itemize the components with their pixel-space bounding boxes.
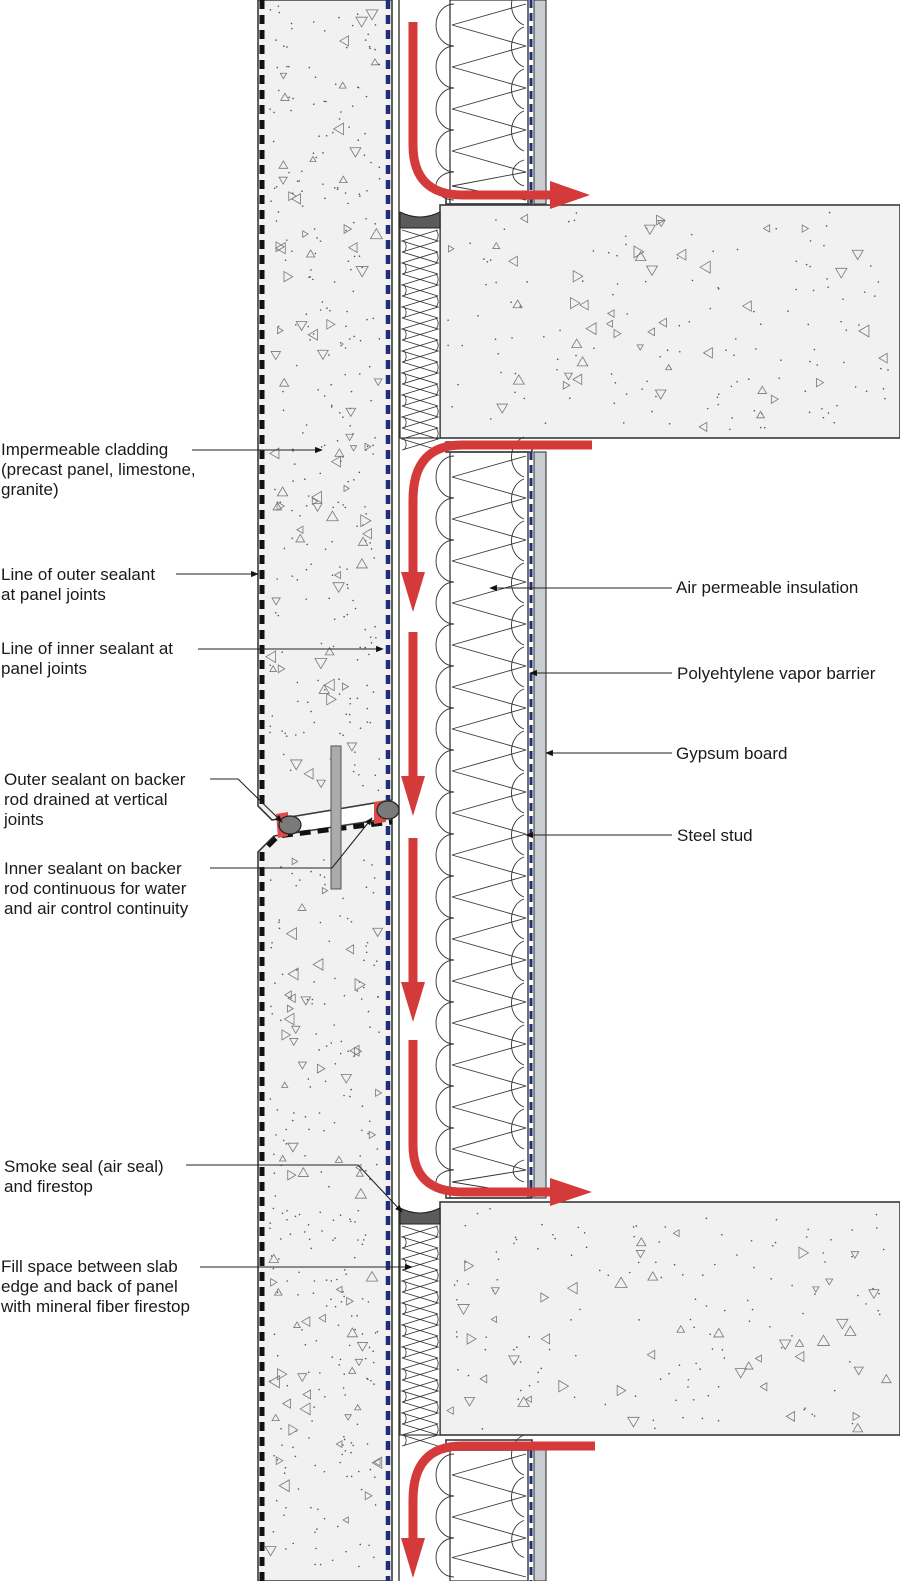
floor-slab-lower bbox=[439, 1201, 900, 1436]
outer-sealant-line bbox=[259, 0, 393, 1581]
arrowhead-down-2 bbox=[401, 776, 425, 816]
inner-joint-sealant bbox=[374, 800, 400, 824]
label-smoke-seal: Smoke seal (air seal) and firestop bbox=[4, 1157, 164, 1196]
arrowhead-down-3 bbox=[401, 982, 425, 1022]
leader-inner-sealant-backer bbox=[210, 817, 373, 869]
arrowhead-right-lower bbox=[550, 1178, 592, 1206]
label-fill-space: Fill space between slab edge and back of… bbox=[1, 1257, 190, 1316]
leader-lines bbox=[176, 446, 672, 1271]
insulation-pattern bbox=[435, 0, 527, 201]
arrowhead-down-1 bbox=[401, 572, 425, 612]
gypsum-board bbox=[533, 451, 547, 1199]
leader-smoke-seal bbox=[186, 1164, 403, 1213]
insulation-batt bbox=[449, 451, 529, 1199]
label-outer-sealant-backer: Outer sealant on backer rod drained at v… bbox=[4, 770, 186, 829]
floor-slab-upper bbox=[439, 204, 900, 439]
label-air-permeable-insulation: Air permeable insulation bbox=[676, 578, 859, 597]
arrowhead-right-top bbox=[550, 181, 590, 209]
precast-panel-lower bbox=[257, 817, 393, 1581]
airflow-arrows bbox=[408, 22, 595, 1540]
airflow-arrow-lower bbox=[408, 1040, 555, 1197]
airflow-arrowheads bbox=[401, 181, 592, 1578]
smoke-seal-lower bbox=[399, 1207, 441, 1225]
panel-anchor bbox=[330, 745, 342, 890]
concrete-aggregate-texture bbox=[264, 5, 384, 1568]
label-vapor-barrier: Polyehtylene vapor barrier bbox=[677, 664, 876, 683]
label-inner-sealant-line: Line of inner sealant at panel joints bbox=[1, 639, 174, 678]
insulation-pattern bbox=[435, 1434, 527, 1578]
smoke-seal-upper bbox=[399, 211, 441, 229]
gypsum-board bbox=[533, 0, 547, 205]
airflow-arrow-top bbox=[408, 22, 555, 200]
label-gypsum-board: Gypsum board bbox=[676, 744, 788, 763]
firestop-lower bbox=[399, 1221, 441, 1447]
stud-wall-top bbox=[435, 0, 547, 205]
firestop-upper bbox=[399, 225, 441, 451]
label-inner-sealant-backer: Inner sealant on backer rod continuous f… bbox=[4, 859, 189, 918]
arrowhead-down-bottom bbox=[401, 1538, 425, 1578]
airflow-arrow-upper-mid bbox=[408, 440, 592, 575]
label-steel-stud: Steel stud bbox=[677, 826, 753, 845]
gypsum-board bbox=[533, 1449, 547, 1581]
slab-aggregate-texture bbox=[446, 211, 892, 1433]
leader-outer-sealant-backer bbox=[210, 778, 283, 823]
insulation-pattern bbox=[435, 436, 527, 1195]
precast-panel-upper bbox=[257, 0, 393, 821]
stud-wall-bottom bbox=[435, 1434, 547, 1581]
airflow-arrow-bottom bbox=[408, 1441, 595, 1540]
label-outer-sealant-line: Line of outer sealant at panel joints bbox=[1, 565, 156, 604]
stud-wall-middle bbox=[435, 436, 547, 1199]
label-impermeable-cladding: Impermeable cladding (precast panel, lim… bbox=[1, 440, 196, 499]
